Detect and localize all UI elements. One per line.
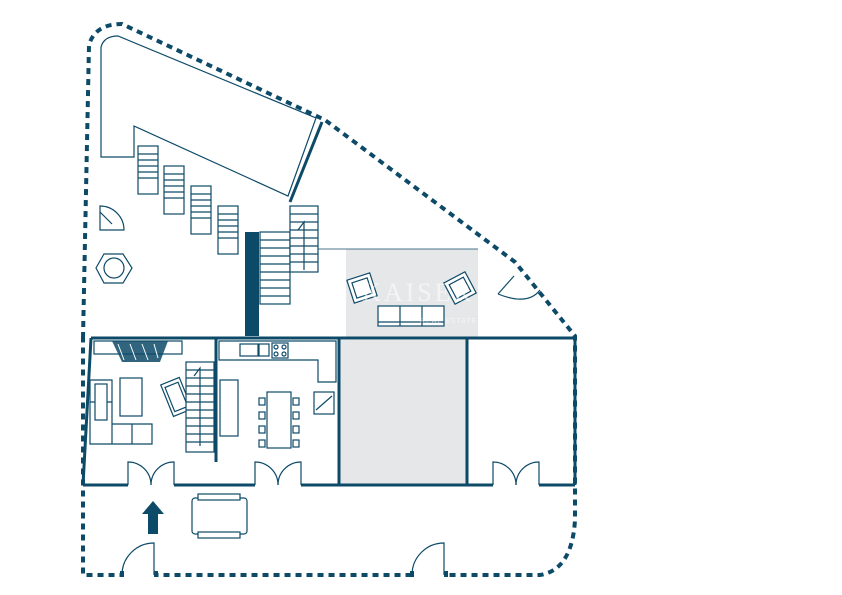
door-swing-icon bbox=[492, 461, 540, 488]
armchair-icon bbox=[346, 272, 378, 304]
door-swing-icon bbox=[410, 542, 448, 579]
dining-table-icon bbox=[258, 391, 300, 449]
dining-table-icon bbox=[191, 493, 248, 539]
sun-lounger-icon bbox=[217, 205, 239, 255]
swimming-pool bbox=[100, 35, 317, 197]
stair-wall bbox=[245, 232, 259, 336]
staircase-icon bbox=[259, 231, 291, 305]
hexagon-table-icon bbox=[95, 253, 133, 284]
entrance-arrow-icon bbox=[142, 501, 164, 534]
kitchen-counter-icon bbox=[218, 340, 337, 383]
outdoor-shower-icon bbox=[99, 205, 125, 231]
sun-lounger-icon bbox=[163, 165, 185, 215]
lower-terrace bbox=[340, 340, 466, 485]
staircase-icon bbox=[185, 361, 215, 453]
kitchen-island bbox=[219, 379, 239, 437]
building-left-wall bbox=[81, 337, 93, 486]
door-swing-icon bbox=[254, 461, 302, 488]
door-swing-icon bbox=[127, 461, 175, 488]
sun-lounger-icon bbox=[190, 185, 212, 235]
sofa-icon bbox=[377, 305, 445, 327]
door-swing-icon bbox=[120, 542, 158, 579]
door-swing-icon bbox=[497, 275, 541, 300]
staircase-icon bbox=[289, 205, 319, 273]
armchair-icon bbox=[442, 270, 478, 306]
sun-lounger-icon bbox=[137, 145, 159, 195]
fireplace-icon bbox=[93, 340, 183, 362]
coffee-table bbox=[119, 377, 143, 417]
watermark-subtitle: REAL ESTATE bbox=[420, 318, 478, 325]
pool-wall bbox=[288, 121, 324, 203]
armchair-icon bbox=[159, 376, 193, 418]
sofa-icon bbox=[89, 379, 153, 445]
plot-boundary bbox=[81, 21, 577, 577]
